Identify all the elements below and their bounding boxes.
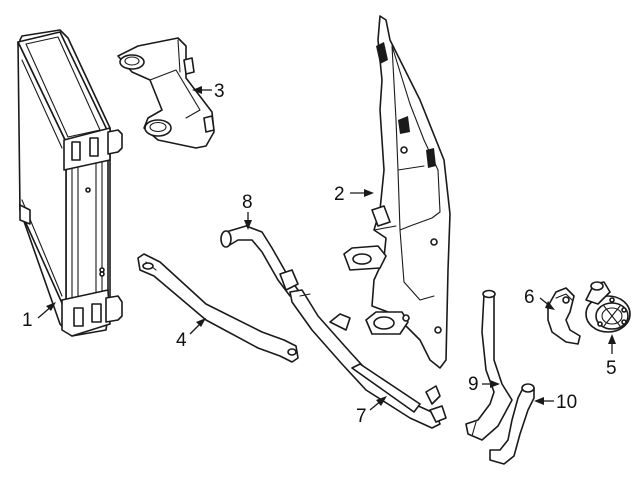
callout-label-8: 8 — [242, 192, 253, 213]
part-2-mounting-bracket — [343, 15, 451, 369]
callout-label-10: 10 — [556, 392, 577, 413]
part-4-support-strap — [137, 253, 299, 363]
callout-3: 3 — [192, 81, 225, 102]
part-6-clamp — [547, 287, 581, 345]
callout-5: 5 — [606, 334, 617, 379]
callout-7: 7 — [356, 396, 387, 427]
callout-label-3: 3 — [214, 81, 225, 102]
part-8-hose — [220, 225, 299, 297]
part-7-oil-line — [289, 289, 447, 429]
callout-label-2: 2 — [334, 184, 345, 205]
callout-label-4: 4 — [176, 330, 187, 351]
part-1-oil-cooler — [17, 29, 123, 337]
callout-label-1: 1 — [22, 310, 33, 331]
callout-label-5: 5 — [606, 358, 617, 379]
callout-label-7: 7 — [356, 406, 367, 427]
callout-9: 9 — [468, 374, 500, 395]
callout-4: 4 — [176, 318, 206, 351]
callout-8: 8 — [242, 192, 253, 230]
part-3-bracket — [117, 37, 215, 149]
callout-label-6: 6 — [524, 287, 535, 308]
part-5-thermostat — [585, 281, 631, 333]
part-9-hose — [465, 289, 513, 441]
callout-10: 10 — [534, 392, 577, 413]
callout-1: 1 — [22, 302, 56, 331]
part-10-hose — [489, 383, 535, 465]
callout-2: 2 — [334, 184, 374, 205]
callout-label-9: 9 — [468, 374, 479, 395]
callout-6: 6 — [524, 287, 555, 310]
